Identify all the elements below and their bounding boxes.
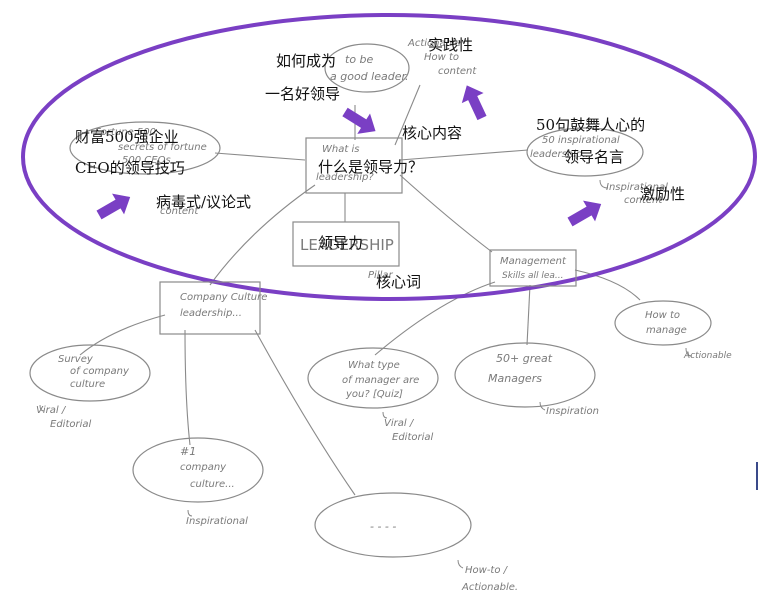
actionable-top-line2: How to <box>424 52 459 63</box>
arrow-how-to-icon <box>338 101 382 142</box>
inspirational-top-line1: Inspirational <box>606 182 668 193</box>
inspirational-quotes-bubble <box>526 127 644 177</box>
inspiring-label: 激励性 <box>640 185 685 203</box>
arrow-viral-icon <box>93 186 137 226</box>
fifty-great-line1: 50+ great <box>496 352 553 365</box>
what-is-sketch-line2: leadership? <box>316 172 374 183</box>
fortune-sketch-line3: 500 CEOs <box>122 155 171 166</box>
howto-actionable-line2: Actionable. <box>461 582 518 593</box>
quotes-label-line1: 50句鼓舞人心的 <box>536 116 645 134</box>
company-culture-box <box>159 281 261 335</box>
how-to-manage-bubble <box>614 300 712 346</box>
fifty-great-line2: Managers <box>488 372 542 385</box>
what-is-label: 什么是领导力？ <box>318 158 423 176</box>
what-is-sketch-line1: What is <box>322 144 359 155</box>
keyword-label: 核心词 <box>376 273 421 291</box>
company-culture-1-bubble <box>132 437 264 503</box>
practical-label: 实践性 <box>428 36 473 54</box>
viral-editorial-left-line2: Editorial <box>50 419 92 430</box>
inspirational-bottom: Inspirational <box>186 516 248 527</box>
viral-label: 病毒式/议论式 <box>156 193 251 211</box>
fortune-label-line2: CEO的领导技巧 <box>75 159 185 177</box>
survey-line1: Survey <box>58 354 94 365</box>
connector-lines <box>79 84 641 496</box>
actionable-top-line1: Actionable <box>407 38 461 49</box>
hash-culture-line3: culture... <box>190 479 235 490</box>
good-leader-bubble <box>324 43 410 93</box>
actionable-right: Actionable <box>683 351 732 361</box>
arrow-practical-icon <box>455 80 493 124</box>
quotes-sketch-line2: leadership... <box>530 149 592 160</box>
leadership-center-word: LEADERSHIP <box>300 236 394 254</box>
fortune-sketch-line1: Fortune 500 <box>95 127 156 138</box>
viral-editorial-mid-line2: Editorial <box>392 432 434 443</box>
leadership-label: 领导力 <box>318 234 363 252</box>
company-culture-sketch-line1: Company Culture <box>180 292 267 303</box>
dots-text: - - - - <box>370 520 396 533</box>
what-is-leadership-box <box>305 137 403 194</box>
management-sketch-line2: Skills all lea... <box>502 271 564 281</box>
fortune-label-line1: 财富500强企业 <box>75 128 179 146</box>
pillar-sketch: Pillar <box>368 270 393 281</box>
inspirational-top-line2: content <box>624 195 663 206</box>
label-hooks <box>39 179 693 569</box>
management-sketch-line1: Management <box>500 256 567 267</box>
arrow-inspiring-icon <box>564 193 608 233</box>
how-to-manage-line1: How to <box>645 310 680 321</box>
dots-bubble <box>314 492 472 558</box>
good-leader-line1: to be <box>345 53 374 66</box>
core-content-label: 核心内容 <box>402 124 462 142</box>
inspiration-label: Inspiration <box>546 406 599 417</box>
quotes-label-line2: 领导名言 <box>564 148 624 166</box>
survey-bubble <box>29 344 151 402</box>
actionable-top-line3: content <box>438 66 477 77</box>
fortune-bubble <box>69 121 221 175</box>
how-to-label-line2: 一名好领导 <box>265 85 340 103</box>
hash-culture-line1: #1 <box>180 445 196 458</box>
hash-culture-line2: company <box>180 462 227 473</box>
fifty-great-managers-bubble <box>454 342 596 408</box>
management-skills-box <box>489 249 577 287</box>
viral-content-sketch: content <box>160 206 199 217</box>
how-to-label-line1: 如何成为 <box>276 52 336 70</box>
survey-line3: culture <box>70 379 105 390</box>
survey-line2: of company <box>70 366 130 377</box>
core-content-ellipse <box>21 13 757 301</box>
how-to-manage-line2: manage <box>646 325 687 336</box>
viral-editorial-left-line1: Viral / <box>36 405 67 416</box>
quotes-sketch-line1: 50 inspirational <box>542 135 620 146</box>
howto-actionable-line1: How-to / <box>465 565 509 576</box>
what-type-line3: you? [Quiz] <box>345 389 403 400</box>
good-leader-line2: a good leader. <box>330 70 408 83</box>
what-type-manager-bubble <box>307 347 439 409</box>
company-culture-sketch-line2: leadership... <box>180 308 242 319</box>
leadership-keyword-box <box>292 221 400 267</box>
fortune-sketch-line2: secrets of fortune <box>118 142 207 153</box>
what-type-line1: What type <box>348 360 400 371</box>
viral-editorial-mid-line1: Viral / <box>384 418 415 429</box>
what-type-line2: of manager are <box>342 375 419 386</box>
